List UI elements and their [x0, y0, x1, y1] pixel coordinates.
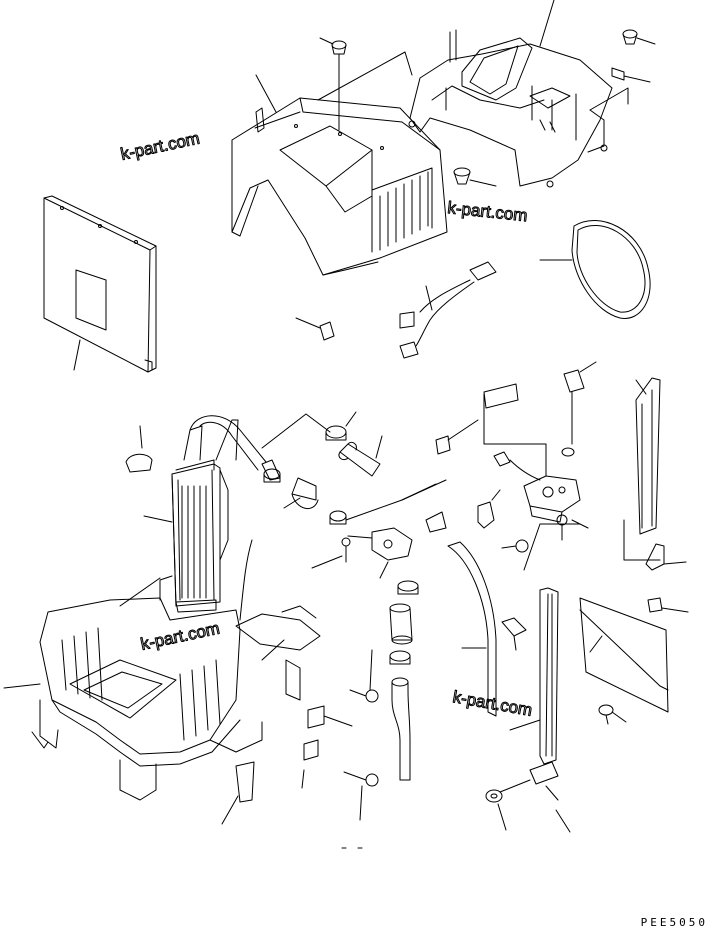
leader-line: [73, 339, 81, 371]
bracket: [623, 519, 689, 613]
bracket: [529, 587, 559, 801]
hose: [389, 603, 413, 645]
side-panel: [635, 377, 661, 535]
bracket: [235, 539, 321, 701]
plate: [301, 705, 353, 789]
watermark-4: k-part.com: [451, 687, 533, 720]
leader-line: [539, 0, 555, 47]
bolt: [598, 704, 627, 725]
leader-line: [589, 635, 603, 653]
grommet: [485, 779, 531, 831]
clip: [501, 617, 527, 651]
thermostat-switch: [493, 451, 581, 523]
hose: [447, 541, 497, 717]
clip: [295, 317, 335, 341]
leader-line: [317, 51, 413, 101]
leader-line: [483, 393, 547, 477]
grommet: [221, 761, 255, 825]
control-valve: [311, 527, 413, 579]
leader-line: [143, 515, 173, 523]
side-panel: [43, 195, 157, 373]
leader-line: [509, 719, 541, 731]
leader-line: [401, 479, 447, 501]
lower-case: [31, 575, 263, 801]
watermark-2: k-part.com: [447, 198, 529, 225]
belt: [571, 220, 651, 319]
leader-line: [3, 683, 41, 689]
bracket: [561, 361, 597, 457]
leader-line: [375, 435, 383, 459]
bolt: [343, 771, 379, 821]
bolt: [501, 514, 581, 571]
clip: [125, 425, 153, 473]
wire-harness: [399, 261, 497, 359]
clip: [589, 29, 656, 111]
clip: [453, 167, 497, 187]
bolt: [319, 37, 347, 131]
leader-line: [119, 577, 161, 607]
plate: [483, 383, 519, 409]
leader-line: [555, 809, 571, 833]
plate: [579, 597, 669, 713]
leader-line: [261, 639, 285, 661]
watermark-3: k-part.com: [139, 619, 221, 654]
leader-line: [255, 74, 277, 113]
heater-core: [171, 415, 267, 613]
bolt: [349, 649, 379, 703]
upper-cover: [231, 97, 448, 276]
drawing-code: PEE5050: [640, 916, 708, 929]
clip: [425, 419, 501, 533]
watermark-1: k-part.com: [119, 129, 201, 164]
rear-duct: [408, 29, 613, 188]
leader-line: [283, 497, 301, 509]
leader-line: [571, 519, 589, 529]
drain-hose: [391, 677, 411, 781]
